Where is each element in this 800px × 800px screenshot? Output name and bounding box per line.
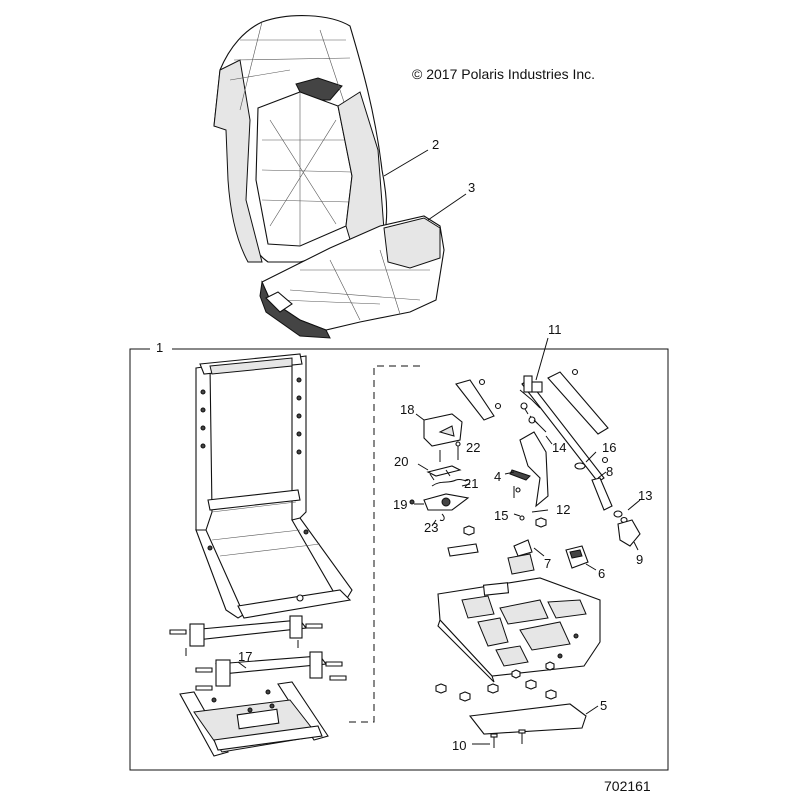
mounting-plate [437, 577, 601, 683]
callout-5: 5 [600, 698, 607, 713]
callout-1: 1 [156, 340, 163, 355]
callout-22: 22 [466, 440, 480, 455]
callout-4: 4 [494, 469, 501, 484]
callout-11: 11 [548, 322, 562, 337]
callout-18: 18 [400, 402, 414, 417]
bracket-5 [468, 703, 587, 735]
figure-id: 702161 [604, 778, 651, 794]
callout-16: 16 [602, 440, 616, 455]
assembly-box-1 [129, 348, 669, 771]
seat-frame [195, 353, 353, 619]
callout-19: 19 [393, 497, 407, 512]
callout-17: 17 [238, 649, 252, 664]
callout-14: 14 [552, 440, 566, 455]
callout-9: 9 [636, 552, 643, 567]
callout-20: 20 [394, 454, 408, 469]
copyright-text: © 2017 Polaris Industries Inc. [412, 66, 595, 82]
callout-13: 13 [638, 488, 652, 503]
slide-strap-left [455, 379, 495, 421]
slider-rails [169, 615, 347, 757]
callout-7: 7 [544, 556, 551, 571]
callout-12: 12 [556, 502, 570, 517]
bushing-block-7 [447, 543, 479, 557]
callout-2: 2 [432, 137, 439, 152]
dashed-subgroup-box [344, 365, 420, 723]
callout-8: 8 [606, 464, 613, 479]
callout-6: 6 [598, 566, 605, 581]
callout-15: 15 [494, 508, 508, 523]
callout-21: 21 [464, 476, 478, 491]
latch-plate [426, 465, 462, 477]
seat-assembly [213, 15, 445, 339]
release-handle [617, 519, 641, 547]
callout-10: 10 [452, 738, 466, 753]
slide-strap-right [547, 371, 609, 435]
callout-23: 23 [424, 520, 438, 535]
callout-3: 3 [468, 180, 475, 195]
